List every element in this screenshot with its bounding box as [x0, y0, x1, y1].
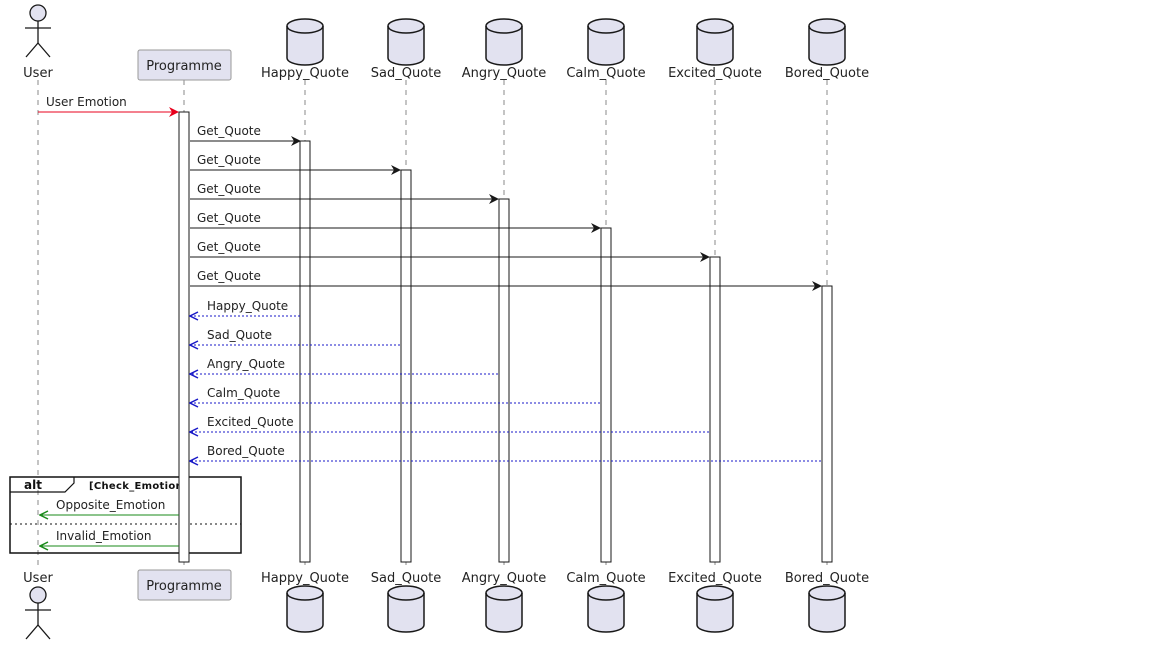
- database-icon: [485, 18, 523, 66]
- participant-name-top: Angry_Quote: [462, 66, 546, 81]
- message-label: Opposite_Emotion: [56, 498, 165, 512]
- activation-happy: [299, 140, 311, 563]
- database-icon: [696, 18, 734, 66]
- database-icon: [808, 18, 846, 66]
- message-label: Get_Quote: [197, 211, 261, 225]
- database-icon: [587, 18, 625, 66]
- participant-box-bottom: [137, 569, 232, 601]
- database-icon: [387, 18, 425, 66]
- participant-name-bottom: Excited_Quote: [668, 571, 762, 586]
- message-label: Calm_Quote: [207, 386, 280, 400]
- message-label: Get_Quote: [197, 269, 261, 283]
- participant-name-top: Happy_Quote: [261, 66, 349, 81]
- participant-name-bottom: Calm_Quote: [566, 571, 645, 586]
- database-icon: [696, 585, 734, 633]
- participant-name-top: Programme: [146, 59, 222, 74]
- activation-excited: [709, 256, 721, 563]
- message-label: Excited_Quote: [207, 415, 294, 429]
- message-label: Happy_Quote: [207, 299, 288, 313]
- activation-calm: [600, 227, 612, 563]
- activation-prog: [178, 111, 190, 563]
- database-icon: [286, 18, 324, 66]
- message-label: Sad_Quote: [207, 328, 272, 342]
- participant-name-bottom: Angry_Quote: [462, 571, 546, 586]
- participant-name-bottom: User: [23, 571, 53, 586]
- activation-angry: [498, 198, 510, 563]
- activation-bored: [821, 285, 833, 563]
- participant-box-top: [137, 49, 232, 81]
- message-label: Get_Quote: [197, 182, 261, 196]
- database-icon: [387, 585, 425, 633]
- alt-guard: [Check_Emotion]: [89, 481, 188, 492]
- participant-name-bottom: Bored_Quote: [785, 571, 869, 586]
- participant-name-bottom: Sad_Quote: [371, 571, 442, 586]
- message-label: User Emotion: [46, 95, 127, 109]
- message-label: Get_Quote: [197, 124, 261, 138]
- alt-frame-tab: [10, 477, 75, 493]
- alt-frame: [9, 476, 242, 554]
- database-icon: [286, 585, 324, 633]
- message-label: Get_Quote: [197, 240, 261, 254]
- database-icon: [587, 585, 625, 633]
- participant-name-bottom: Programme: [146, 579, 222, 594]
- activation-sad: [400, 169, 412, 563]
- message-label: Invalid_Emotion: [56, 529, 151, 543]
- actor-icon: [25, 4, 51, 58]
- message-label: Angry_Quote: [207, 357, 285, 371]
- message-label: Bored_Quote: [207, 444, 285, 458]
- database-icon: [808, 585, 846, 633]
- participant-name-top: Excited_Quote: [668, 66, 762, 81]
- alt-keyword: alt: [24, 478, 42, 492]
- participant-name-top: Bored_Quote: [785, 66, 869, 81]
- actor-icon: [25, 586, 51, 640]
- message-label: Get_Quote: [197, 153, 261, 167]
- participant-name-top: Calm_Quote: [566, 66, 645, 81]
- participant-name-top: User: [23, 66, 53, 81]
- participant-name-top: Sad_Quote: [371, 66, 442, 81]
- database-icon: [485, 585, 523, 633]
- participant-name-bottom: Happy_Quote: [261, 571, 349, 586]
